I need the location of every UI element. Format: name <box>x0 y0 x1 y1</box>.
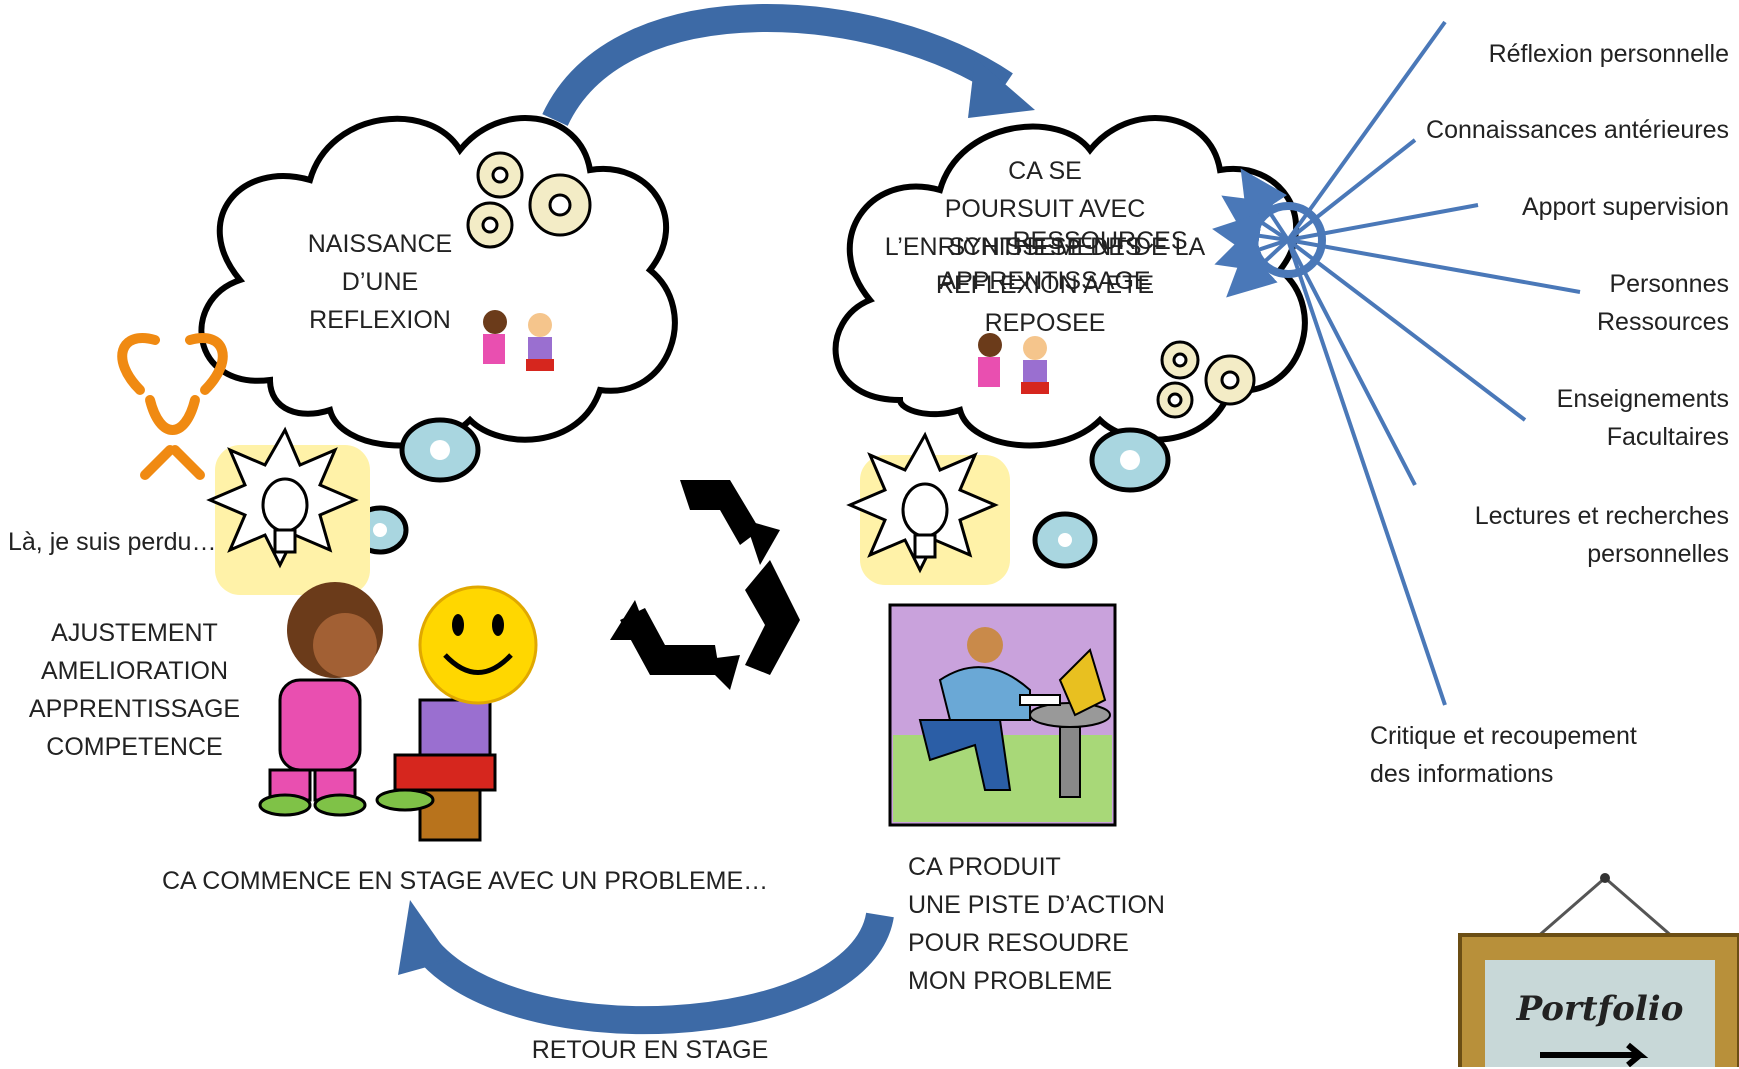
resource-item: Lectures et recherches personnelles <box>1474 502 1729 568</box>
bottom-cycle-arrow <box>398 900 894 1035</box>
return-text: RETOUR EN STAGE <box>531 1036 769 1064</box>
recycle-icon <box>610 480 800 690</box>
cloud-right-overlap-1: SYNTHESE DES <box>948 233 1142 261</box>
lost-text: Là, je suis perdu… <box>8 528 217 556</box>
cloud-left-label: NAISSANCE D’UNE REFLEXION <box>307 230 453 334</box>
kids-small-icon <box>978 333 1049 394</box>
portfolio-frame-icon <box>1458 873 1739 1067</box>
resource-item: Personnes Ressources <box>1597 270 1729 336</box>
man-at-computer-illustration <box>888 603 1117 827</box>
laurel-wreath-icon <box>117 333 228 480</box>
cloud-right-overlap-2: RESSOURCES <box>1012 227 1188 255</box>
start-text: CA COMMENCE EN STAGE AVEC UN PROBLEME… <box>162 867 769 895</box>
adjust-text: AJUSTEMENT AMELIORATION APPRENTISSAGE CO… <box>28 619 241 761</box>
light-bulb-icon <box>846 431 1010 585</box>
produce-text: CA PRODUIT UNE PISTE D’ACTION POUR RESOU… <box>908 853 1165 995</box>
resource-item: Enseignements Facultaires <box>1556 385 1729 451</box>
resource-rays <box>1286 20 1581 706</box>
gears-icon <box>1156 340 1256 419</box>
portfolio-label: Portfolio <box>1516 989 1684 1029</box>
resource-item: Apport supervision <box>1521 193 1729 221</box>
resource-item: Connaissances antérieures <box>1426 116 1729 144</box>
kids-small-icon <box>483 310 554 371</box>
resource-item: Réflexion personnelle <box>1488 40 1729 68</box>
gears-icon <box>466 151 592 249</box>
resource-item: Critique et recoupement des informations <box>1370 722 1637 788</box>
resource-hub-icon <box>1212 168 1326 298</box>
smiley-face-icon <box>418 585 538 705</box>
cloud-right-overlap-3: APPRENTISSAGE <box>939 267 1151 295</box>
top-cycle-arrow <box>542 4 1035 127</box>
cloud-right-label: CA SE POURSUIT AVEC L’ENRICHISSEMENT DE … <box>884 157 1206 337</box>
kids-illustration <box>258 582 497 842</box>
light-bulb-icon <box>206 426 370 595</box>
